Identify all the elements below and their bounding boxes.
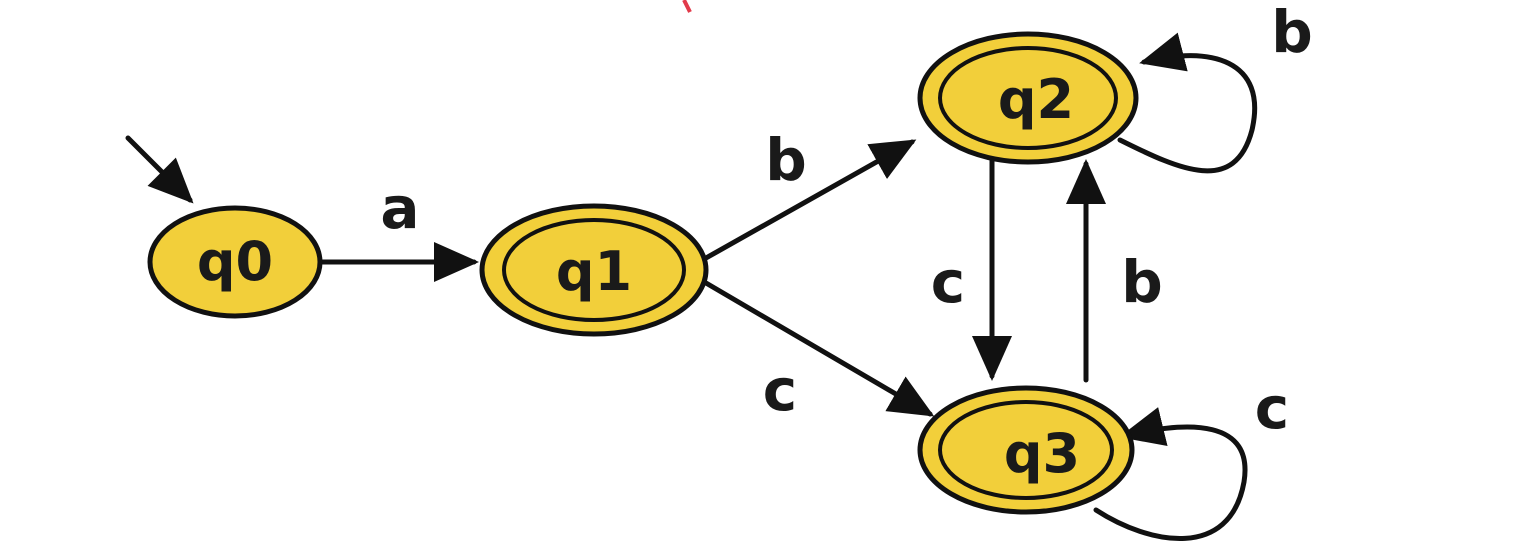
state-q0: q0 [147,205,323,319]
edge-q3-self-loop [1093,407,1248,542]
state-q1: q1 [479,203,709,337]
state-q0-label: q0 [197,230,273,293]
initial-arrow [125,135,194,204]
edge-label-q2-loop: b [1271,0,1313,66]
edge-q2-self-loop [1117,32,1258,174]
state-q3: q3 [917,385,1135,515]
edge-label-q3-loop: c [1255,374,1289,442]
edge-label-q2-q3: c [931,248,965,316]
edge-q1-q3 [703,280,935,417]
stray-red-mark [682,0,692,13]
state-q2: q2 [917,31,1139,165]
state-q1-label: q1 [556,240,632,303]
edge-label-q0-q1: a [380,174,419,242]
edge-label-q1-q3: c [763,356,797,424]
edge-label-q3-q2: b [1121,248,1163,316]
edge-q1-q2 [703,139,917,261]
state-q3-label: q3 [1004,422,1080,485]
edge-label-q1-q2: b [765,126,807,194]
state-q2-label: q2 [998,68,1074,131]
